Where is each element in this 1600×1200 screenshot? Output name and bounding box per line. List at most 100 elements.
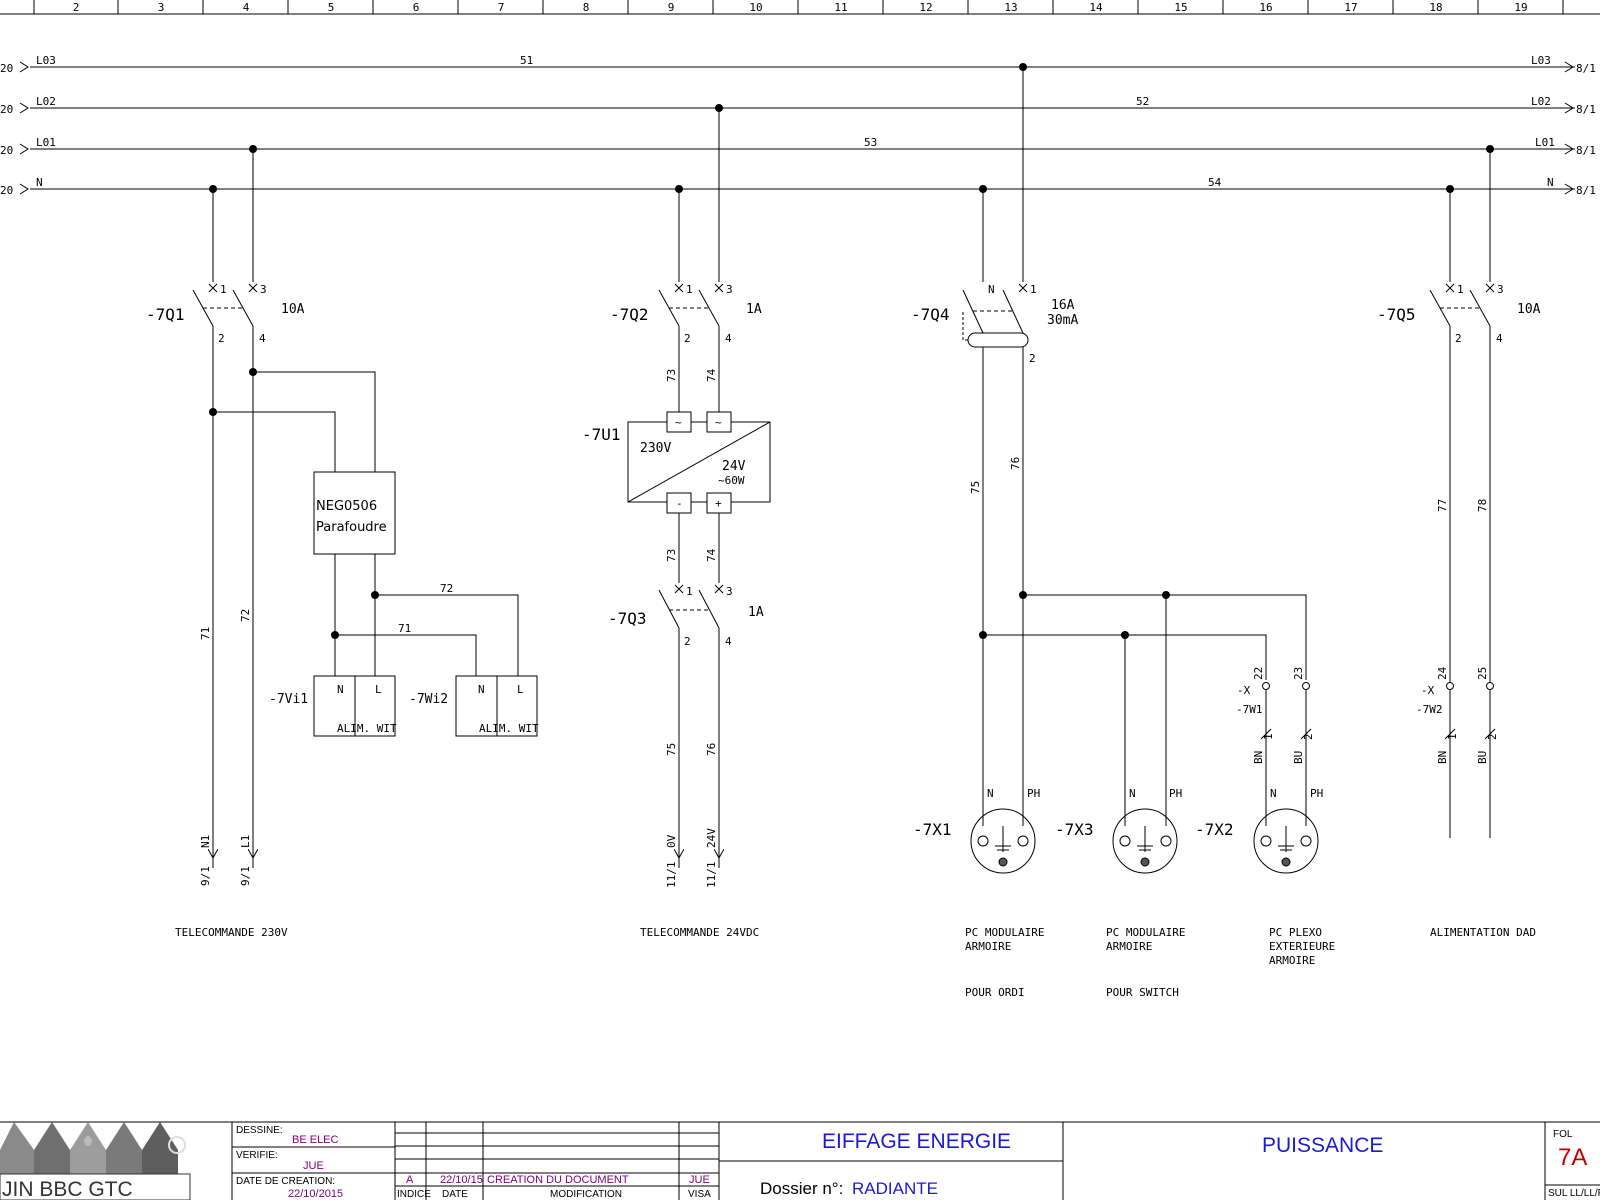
bus-ref-right: 8/1 xyxy=(1576,184,1596,197)
circuit-3-labels: -7Q4 16A 30mA N 1 2 75 76 N PH -7X1 N PH… xyxy=(911,283,1335,999)
circuit-caption: PC MODULAIRE xyxy=(965,926,1044,939)
terminal-label: 3 xyxy=(726,585,733,598)
wire-number: 74 xyxy=(705,368,718,382)
circuit-telecommande-24vdc xyxy=(627,108,771,868)
terminal-label: ~ xyxy=(715,416,722,429)
core-color: BU xyxy=(1292,751,1305,764)
core-number: 1 xyxy=(1262,733,1275,740)
socket-7x2[interactable] xyxy=(1253,808,1319,874)
core-color: BN xyxy=(1252,751,1265,764)
circuit-caption: EXTERIEURE xyxy=(1269,940,1335,953)
verifie-label: VERIFIE: xyxy=(236,1150,278,1161)
column-indice: INDICE xyxy=(397,1189,431,1200)
bus-label-right: L02 xyxy=(1531,95,1551,108)
ruler-number: 19 xyxy=(1514,1,1527,14)
cable-ref: -7W2 xyxy=(1416,703,1443,716)
psu-power: ~60W xyxy=(718,474,745,487)
breaker-blade[interactable] xyxy=(698,289,720,327)
bus-label-left: L01 xyxy=(36,136,56,149)
wire-number: 72 xyxy=(440,582,453,595)
breaker-rating: 1A xyxy=(748,605,764,620)
column-modification: MODIFICATION xyxy=(550,1189,622,1200)
surge-protector[interactable] xyxy=(313,471,396,555)
terminal-label: 2 xyxy=(1455,332,1462,345)
bus-label-right: L01 xyxy=(1535,136,1555,149)
wire-number: 73 xyxy=(665,369,678,382)
logo-text: JIN BBC GTC xyxy=(2,1178,133,1200)
terminal-label: N xyxy=(987,787,994,800)
wire-label: 24V xyxy=(705,828,718,848)
device-ref: -7X1 xyxy=(913,820,952,839)
breaker-rating: 10A xyxy=(1517,302,1541,317)
breaker-blade[interactable] xyxy=(1469,289,1491,327)
wire-number: 71 xyxy=(199,627,212,640)
device-ref: -7U1 xyxy=(582,425,621,444)
core-number: 1 xyxy=(1446,733,1459,740)
column-visa: VISA xyxy=(688,1189,711,1200)
device-ref: -7X2 xyxy=(1195,820,1234,839)
company-logo: JIN BBC GTC xyxy=(0,1122,191,1200)
cross-ref[interactable]: 11/1 xyxy=(665,862,678,889)
terminal-label: N xyxy=(478,683,485,696)
circuit-2-labels: -7Q2 1A 1 3 2 4 73 74 -7U1 ~ ~ 230V 24V … xyxy=(582,283,764,939)
title-block xyxy=(0,1121,1600,1200)
terminal-number: 23 xyxy=(1292,667,1305,680)
terminal-label: 1 xyxy=(1457,283,1464,296)
bus-lines xyxy=(19,61,1575,195)
circuit-4-labels: -7Q5 10A 1 3 2 4 77 78 -X 24 25 -7W2 BN … xyxy=(1377,283,1541,939)
wire-number: 76 xyxy=(705,743,718,756)
terminal-label: 4 xyxy=(725,332,732,345)
wire-number: 78 xyxy=(1476,499,1489,512)
column-ruler xyxy=(0,0,1600,15)
ruler-number: 5 xyxy=(328,1,335,14)
cross-ref[interactable]: 9/1 xyxy=(239,866,252,886)
breaker-rating: 1A xyxy=(746,302,762,317)
bus-ref-left: 20 xyxy=(0,62,13,75)
terminal-label: 4 xyxy=(259,332,266,345)
socket-7x1[interactable] xyxy=(970,808,1036,874)
column-date: DATE xyxy=(442,1189,468,1200)
terminal-label: 2 xyxy=(684,332,691,345)
dossier-label: Dossier n°: xyxy=(760,1179,843,1198)
circuit-caption: PC PLEXO xyxy=(1269,926,1322,939)
circuit-caption: PC MODULAIRE xyxy=(1106,926,1185,939)
circuit-caption: ARMOIRE xyxy=(1269,954,1315,967)
core-color: BU xyxy=(1476,751,1489,764)
wire-number: 72 xyxy=(239,609,252,622)
circuit-1-labels: -7Q1 10A 1 3 2 4 NEG0506 Parafoudre 72 7… xyxy=(146,283,539,939)
circuit-alimentation-dad xyxy=(1429,149,1496,838)
breaker-ref: -7Q1 xyxy=(146,305,185,324)
breaker-blade[interactable] xyxy=(658,589,680,629)
breaker-blade[interactable] xyxy=(698,589,720,629)
power-supply-7u1[interactable] xyxy=(627,421,771,503)
bus-label-left: N xyxy=(36,176,43,189)
socket-7x3[interactable] xyxy=(1112,808,1178,874)
terminal-label: N xyxy=(988,283,995,296)
terminal-label: 3 xyxy=(260,283,267,296)
bus-ref-right: 8/1 xyxy=(1576,62,1596,75)
creation-date-value: 22/10/2015 xyxy=(288,1188,343,1200)
bus-ref-right: 8/1 xyxy=(1576,144,1596,157)
circuit-telecommande-230v xyxy=(192,149,538,868)
terminal-label: PH xyxy=(1310,787,1323,800)
rcd-toroid xyxy=(967,332,1029,348)
terminal-label: 1 xyxy=(1030,283,1037,296)
title-block-text: DESSINE: BE ELEC VERIFIE: JUE DATE DE CR… xyxy=(236,1125,1600,1200)
terminal-number: 24 xyxy=(1436,666,1449,680)
circuit-note: POUR ORDI xyxy=(965,986,1025,999)
terminal-label: PH xyxy=(1169,787,1182,800)
breaker-ref: -7Q4 xyxy=(911,305,950,324)
cross-ref[interactable]: 11/1 xyxy=(705,862,718,889)
psu-input-voltage: 230V xyxy=(640,441,671,456)
ruler-number: 4 xyxy=(243,1,250,14)
cross-ref[interactable]: 9/1 xyxy=(199,866,212,886)
breaker-blade[interactable] xyxy=(232,289,254,327)
terminal-label: 2 xyxy=(684,635,691,648)
breaker-ref: -7Q3 xyxy=(608,609,647,628)
core-color: BN xyxy=(1436,751,1449,764)
breaker-blade[interactable] xyxy=(1002,289,1024,334)
terminal-number: 25 xyxy=(1476,667,1489,680)
wire-label: N1 xyxy=(199,835,212,848)
circuit-caption: TELECOMMANDE 24VDC xyxy=(640,926,759,939)
circuit-caption: ARMOIRE xyxy=(965,940,1011,953)
